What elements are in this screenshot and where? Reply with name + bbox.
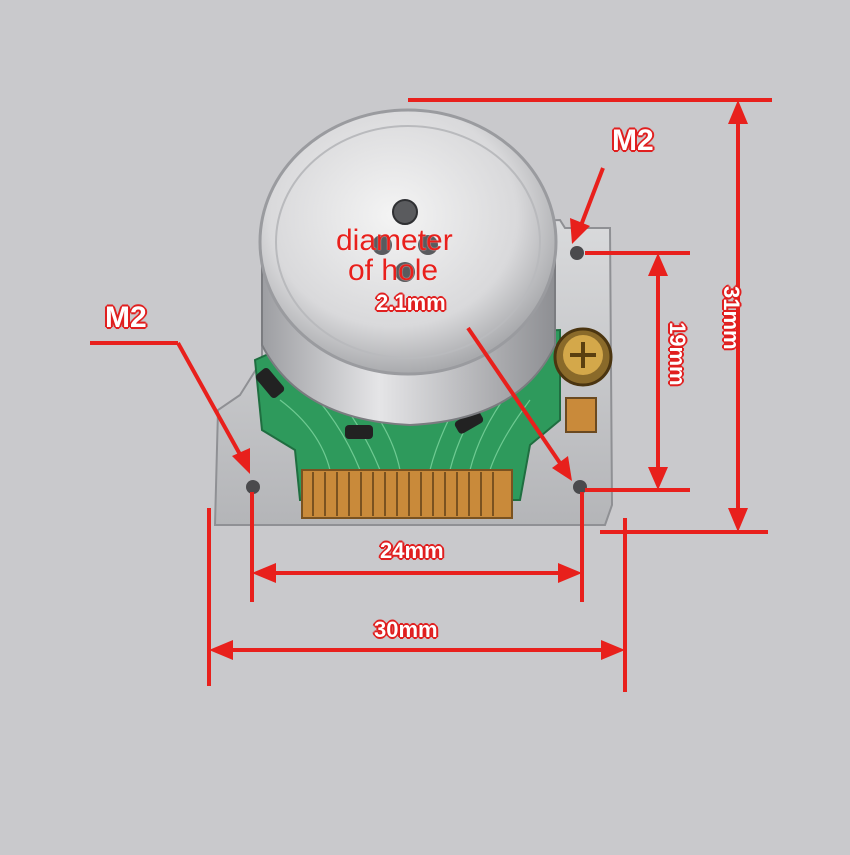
m2-top-label: M2 [612,124,654,157]
smd-component [454,410,484,434]
screw-slot [570,342,596,368]
dim-19-arrow-bottom [648,467,668,490]
mounting-hole-right [573,480,587,494]
dim-19-label: 19mm [665,322,690,386]
cap-hole [372,235,392,255]
smd-component [345,425,373,439]
connector-pins [312,472,494,516]
hole-label-line1: diameter [336,224,453,257]
m2-left-label: M2 [105,301,147,334]
dim-30-arrow-left [209,640,233,660]
hole-leader [466,326,564,468]
dim-19-arrow-top [648,253,668,276]
dim-31-arrow-top [728,100,748,124]
m2-left-arrow [232,448,250,474]
dim-31-arrow-bottom [728,508,748,532]
dimension-lines [90,98,772,692]
smd-component [255,368,285,398]
dim-24-label: 24mm [380,538,444,563]
m2-top-leader [578,167,605,229]
mounting-hole-top [570,246,584,260]
hole-label-line2: of hole [348,254,439,287]
dim-30-arrow-right [601,640,625,660]
m2-left-leader-diagonal [176,342,244,459]
motor-can-top [258,108,558,376]
hole-arrow [552,456,572,481]
dim-30-label: 30mm [374,617,438,642]
dim-31-label: 31mm [719,286,744,350]
m2-top-arrow [570,218,590,244]
cap-hole [418,235,438,255]
connector-pad [565,397,597,433]
motor-can-ring [275,125,541,359]
dim-24-arrow-left [252,563,276,583]
mounting-hole-left [246,480,260,494]
hole-diameter-value: 2.1mm [376,290,446,315]
dim-24-arrow-right [558,563,582,583]
cap-hole [392,199,418,225]
cap-hole [395,262,415,282]
